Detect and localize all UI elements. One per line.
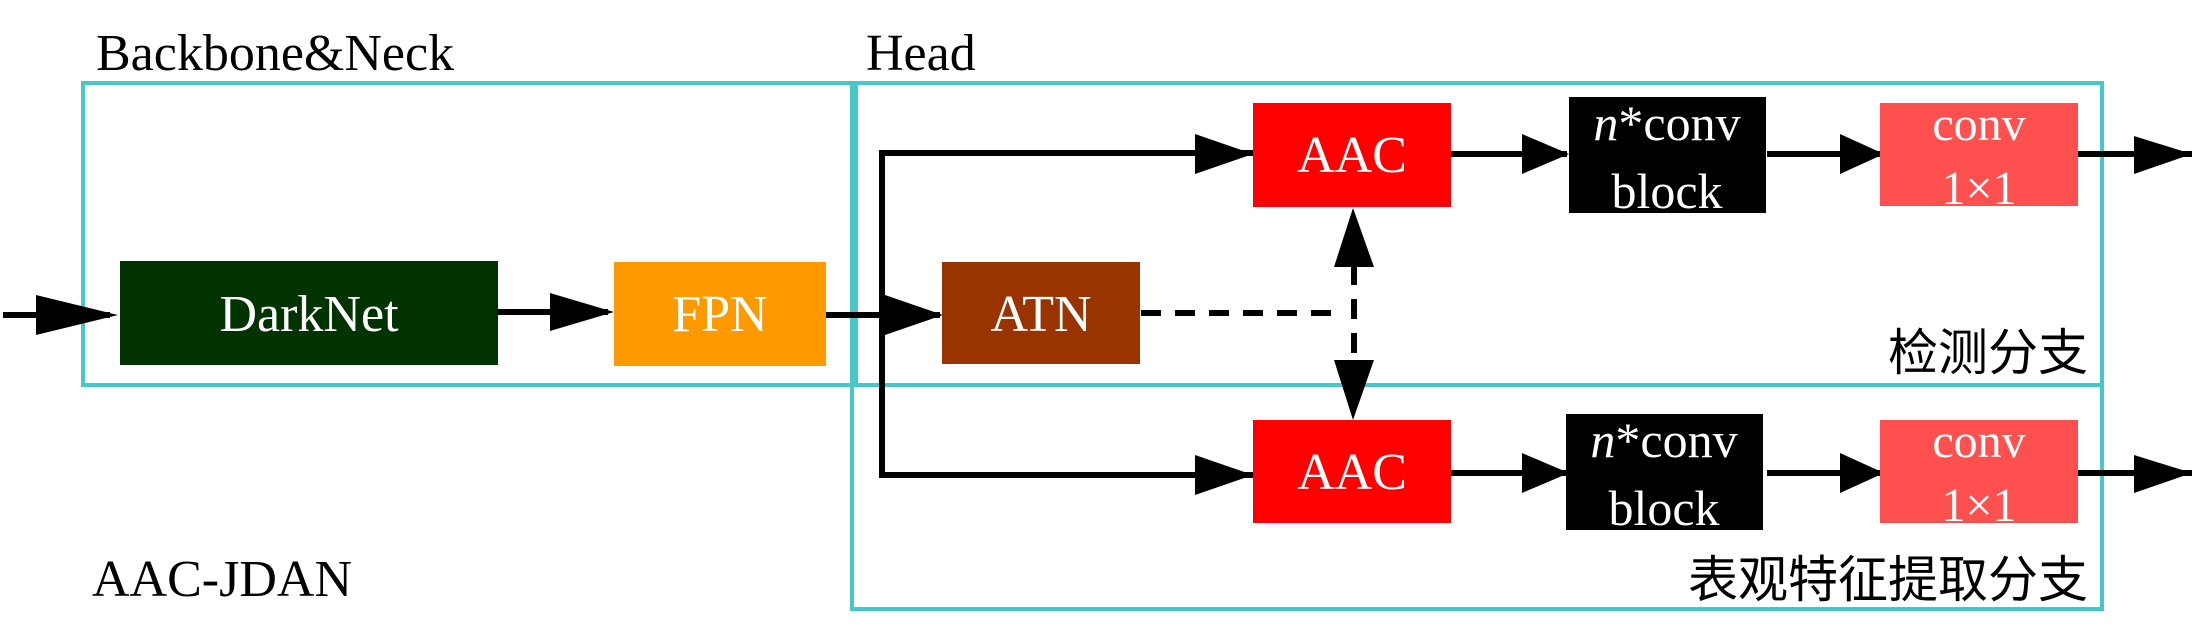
conv-block-top-line2: block [1611, 163, 1722, 219]
aac-bottom-block: AAC [1253, 420, 1451, 523]
detection-branch-label: 检测分支 [1888, 324, 2088, 382]
aac-top-block: AAC [1253, 103, 1451, 207]
conv-block-bottom-prefix: n [1590, 412, 1615, 468]
conv-block-top: n*conv block [1569, 95, 1766, 219]
atn-block: ATN [942, 262, 1140, 364]
appearance-branch-label: 表观特征提取分支 [1688, 551, 2088, 609]
attention-up-arrowhead [1334, 208, 1374, 267]
conv1x1-top-line2: 1×1 [1941, 162, 2016, 215]
conv-block-bottom: n*conv block [1566, 412, 1763, 536]
conv-block-bottom-line1: *conv [1615, 412, 1737, 468]
conv1x1-top-arrowhead [1840, 134, 1884, 174]
fpn-arrowhead [550, 293, 614, 331]
conv-block-bottom-line2: block [1608, 480, 1719, 536]
conv1x1-bottom-line2: 1×1 [1941, 479, 2016, 532]
fpn-label: FPN [672, 286, 767, 343]
attention-down-arrowhead [1334, 360, 1374, 420]
input-arrowhead [36, 295, 118, 335]
svg-text:n*conv: n*conv [1593, 95, 1740, 151]
aac-top-label: AAC [1297, 127, 1407, 184]
aac-bottom-arrowhead [1195, 455, 1253, 495]
svg-text:n*conv: n*conv [1590, 412, 1737, 468]
conv1x1-bottom-line1: conv [1932, 415, 2025, 468]
model-name-label: AAC-JDAN [92, 551, 352, 608]
appearance-output-arrowhead [2134, 455, 2192, 493]
fpn-block: FPN [614, 262, 826, 366]
conv-block-bottom-arrowhead [1522, 453, 1569, 493]
conv1x1-top-block: conv 1×1 [1880, 98, 2078, 215]
conv-block-top-line1: *conv [1618, 95, 1740, 151]
conv1x1-bottom-block: conv 1×1 [1880, 415, 2078, 532]
backbone-neck-frame [81, 81, 858, 387]
darknet-label: DarkNet [219, 286, 399, 343]
atn-label: ATN [990, 286, 1091, 343]
conv1x1-bottom-arrowhead [1840, 453, 1884, 493]
atn-arrowhead [885, 295, 943, 335]
conv-block-top-arrowhead [1522, 134, 1569, 174]
head-label: Head [866, 25, 976, 82]
aac-bottom-label: AAC [1297, 444, 1407, 501]
detection-output-arrowhead [2134, 136, 2192, 174]
conv1x1-top-line1: conv [1932, 98, 2025, 151]
conv-block-top-prefix: n [1593, 95, 1618, 151]
appearance-branch-frame [850, 383, 2104, 611]
backbone-neck-label: Backbone&Neck [96, 25, 454, 82]
darknet-block: DarkNet [120, 261, 498, 365]
aac-top-arrowhead [1195, 134, 1253, 174]
